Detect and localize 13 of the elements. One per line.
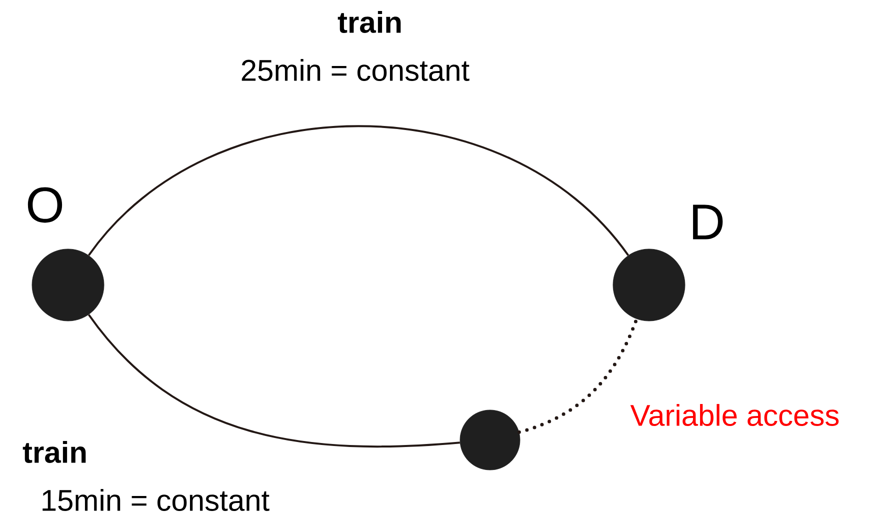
route-line (88, 125, 629, 256)
access-label: Variable access (630, 404, 839, 426)
station-dot (460, 410, 520, 470)
node-letter: D (693, 204, 723, 240)
mode-label: train (338, 10, 401, 34)
time-label: 15min = constant (42, 488, 270, 511)
station-dot (32, 248, 104, 322)
mode-label: train (22, 440, 86, 463)
route-line (517, 317, 638, 434)
time-label: 25min = constant (242, 58, 470, 82)
node-letter: O (28, 187, 62, 223)
station-dot (612, 248, 686, 322)
route-line (88, 314, 460, 448)
